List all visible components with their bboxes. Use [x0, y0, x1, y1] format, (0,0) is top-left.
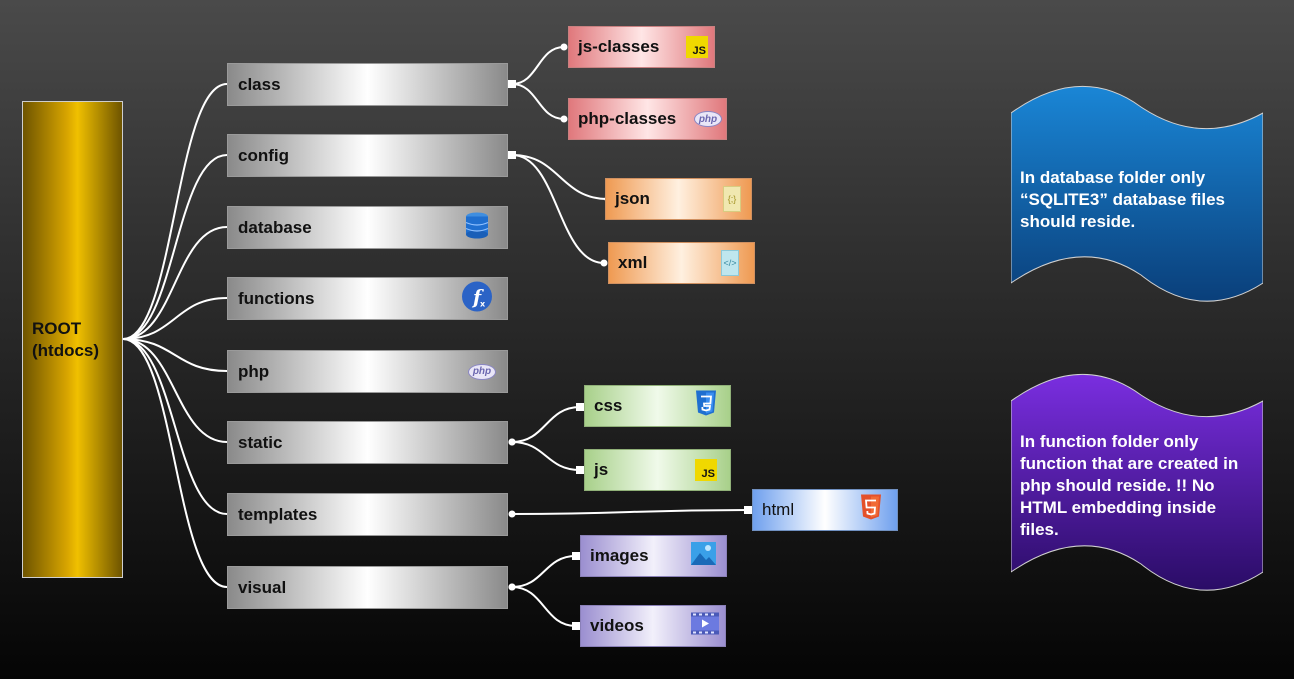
connector-end-marker: [744, 506, 752, 514]
svg-text:x: x: [480, 299, 486, 308]
subfolder-label: videos: [590, 616, 644, 635]
subfolder-videos: videos: [580, 605, 726, 647]
subfolder-images: images: [580, 535, 727, 577]
folder-templates: templates: [227, 493, 508, 536]
json-file-icon: {;}: [723, 186, 741, 212]
connector-end-marker: [560, 115, 568, 123]
note-database-text: In database folder only “SQLITE3” databa…: [1020, 168, 1226, 231]
connector-start-marker: [508, 151, 516, 159]
connector-end-marker: [576, 403, 584, 411]
connector-root-folder-5: [122, 338, 228, 443]
root-node: ROOT (htdocs): [22, 101, 123, 578]
database-icon: [465, 211, 489, 244]
connector-root-folder-6: [122, 338, 228, 515]
folder-label: class: [238, 74, 281, 94]
php-icon: php: [468, 363, 496, 380]
subfolder-php-classes: php-classes php: [568, 98, 727, 140]
subfolder-label: html: [762, 500, 795, 519]
subfolder-label: php-classes: [578, 109, 677, 128]
connector-start-marker: [508, 510, 516, 518]
connector-end-marker: [576, 466, 584, 474]
folder-label: config: [238, 145, 289, 165]
connector-child-2: [511, 154, 609, 200]
svg-text:f: f: [471, 286, 484, 308]
js-icon: JS: [686, 36, 708, 58]
note-functions: In function folder only function that ar…: [1011, 373, 1263, 600]
connector-root-folder-3: [122, 297, 228, 340]
js-icon: JS: [695, 459, 717, 481]
folder-label: database: [238, 217, 312, 237]
connector-end-marker: [560, 43, 568, 51]
connector-child-3: [511, 154, 605, 264]
folder-config: config: [227, 134, 508, 177]
connector-root-folder-1: [122, 154, 228, 340]
root-label-line2: (htdocs): [32, 340, 100, 360]
subfolder-label: css: [594, 396, 623, 415]
subfolder-xml: xml </>: [608, 242, 755, 284]
connector-root-folder-7: [122, 338, 228, 588]
connector-root-folder-4: [122, 338, 228, 372]
note-functions-text: In function folder only function that ar…: [1020, 432, 1239, 539]
connector-child-8: [511, 586, 577, 627]
function-icon: f x: [461, 280, 493, 317]
connector-start-marker: [508, 438, 516, 446]
css3-icon: [695, 390, 717, 422]
folder-label: php: [238, 361, 270, 381]
folder-label: visual: [238, 577, 287, 597]
connector-child-1: [511, 83, 565, 120]
connector-end-marker: [600, 259, 608, 267]
connector-child-4: [511, 406, 581, 443]
connector-root-folder-2: [122, 226, 228, 340]
image-icon: [691, 542, 716, 570]
folder-visual: visual: [227, 566, 508, 609]
subfolder-js: js JS: [584, 449, 731, 491]
subfolder-js-classes: js-classes JS: [568, 26, 715, 68]
php-icon: php: [694, 111, 722, 127]
subfolder-label: json: [615, 189, 650, 208]
subfolder-label: xml: [618, 253, 648, 272]
subfolder-html: html: [752, 489, 898, 531]
connector-end-marker: [572, 552, 580, 560]
folder-static: static: [227, 421, 508, 464]
folder-php: php php: [227, 350, 508, 393]
folder-database: database: [227, 206, 508, 249]
folder-label: templates: [238, 504, 318, 524]
connector-child-0: [511, 46, 565, 85]
connector-root-folder-0: [122, 83, 228, 340]
html5-icon: [860, 494, 882, 526]
subfolder-label: js-classes: [578, 37, 660, 56]
subfolder-label: images: [590, 546, 649, 565]
folder-functions: functions f x: [227, 277, 508, 320]
connector-child-5: [511, 441, 581, 471]
subfolder-css: css: [584, 385, 731, 427]
connector-start-marker: [508, 80, 516, 88]
subfolder-json: json {;}: [605, 178, 752, 220]
connector-start-marker: [508, 583, 516, 591]
video-icon: [691, 612, 719, 640]
connector-child-6: [511, 509, 749, 515]
subfolder-label: js: [594, 460, 609, 479]
folder-label: functions: [238, 288, 315, 308]
folder-class: class: [227, 63, 508, 106]
connector-end-marker: [572, 622, 580, 630]
xml-file-icon: </>: [721, 250, 739, 276]
note-database: In database folder only “SQLITE3” databa…: [1011, 85, 1263, 311]
connector-child-7: [511, 555, 577, 588]
root-label-line1: ROOT: [32, 318, 82, 338]
folder-label: static: [238, 432, 283, 452]
